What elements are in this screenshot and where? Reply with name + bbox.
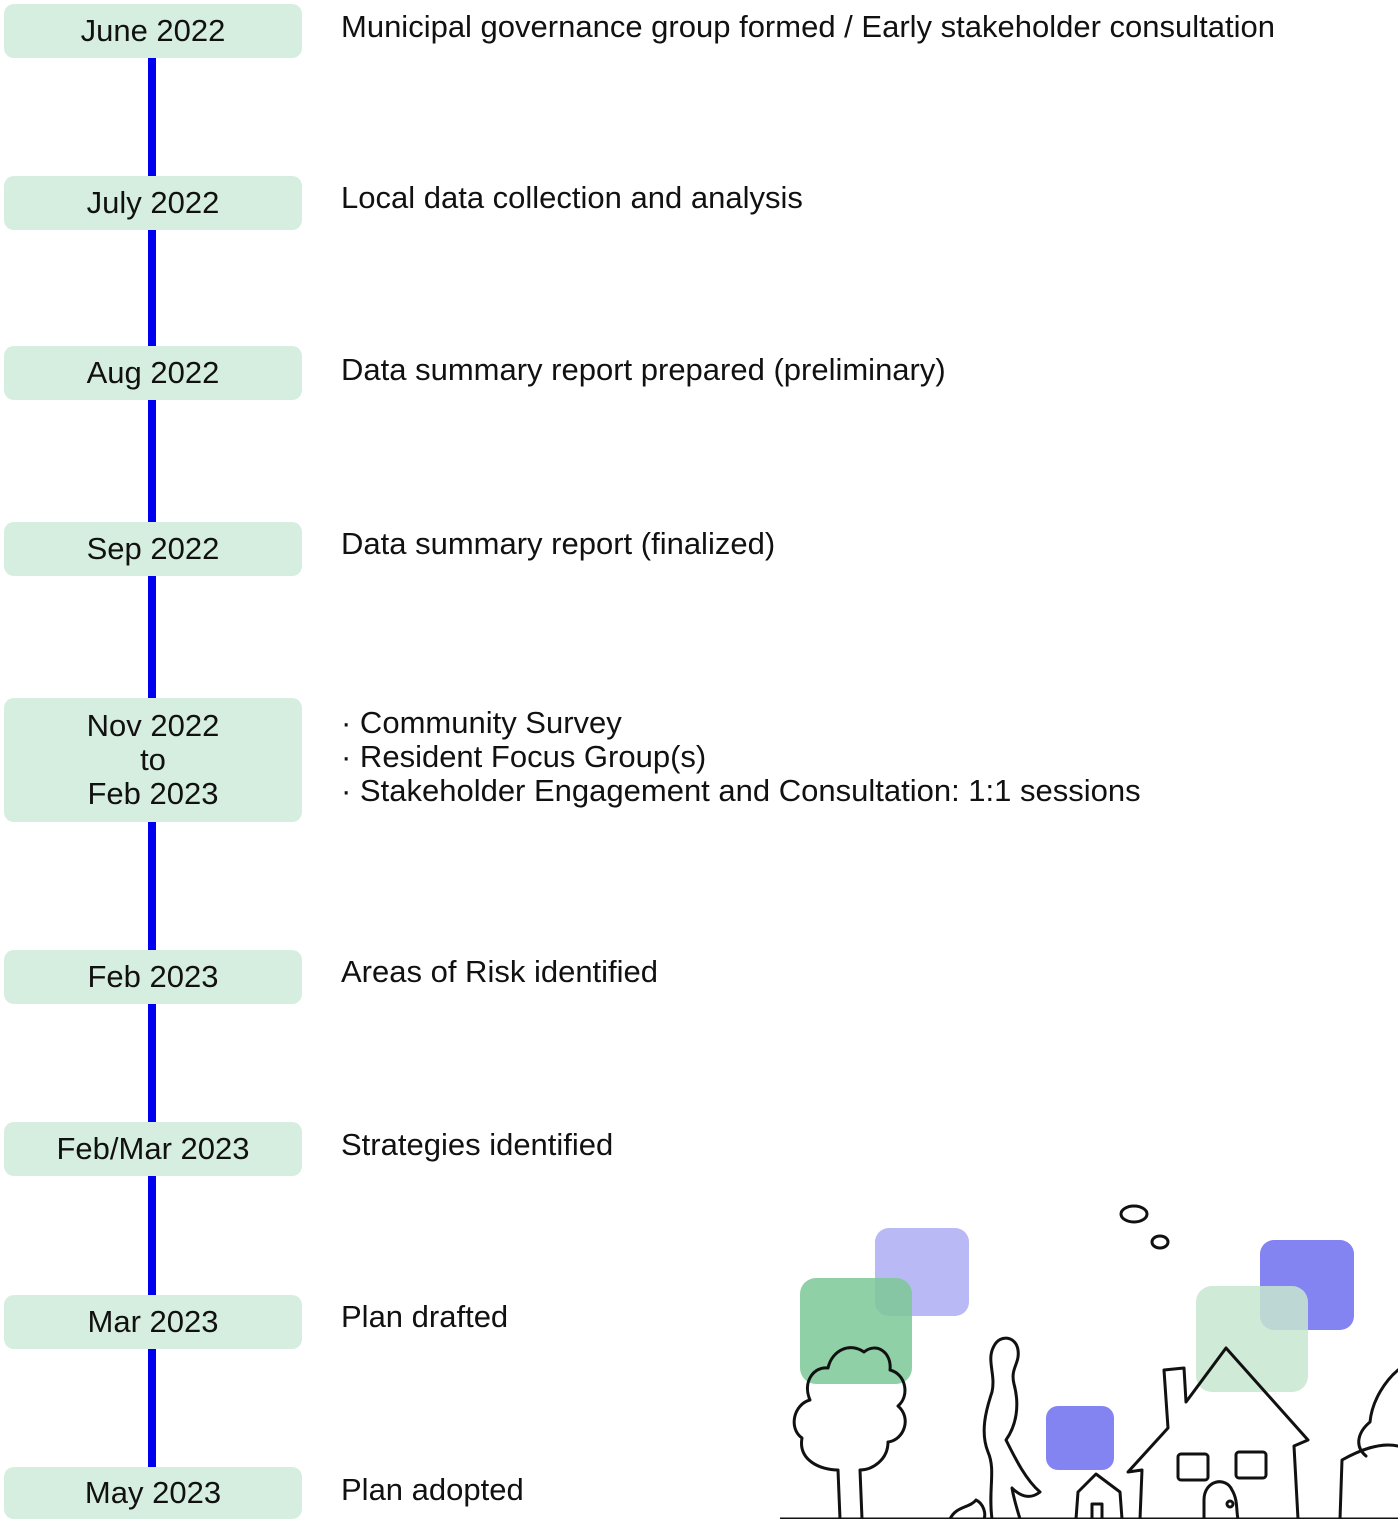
- house-illustration: [780, 1204, 1398, 1519]
- milestone-event: Plan adopted: [341, 1472, 524, 1507]
- milestone-event: Municipal governance group formed / Earl…: [341, 9, 1275, 44]
- milestone-date: Mar 2023: [87, 1304, 219, 1339]
- date-pill: Sep 2022: [4, 522, 302, 576]
- window-right: [1234, 1450, 1268, 1480]
- date-pill: Feb 2023: [4, 950, 302, 1004]
- date-pill: Mar 2023: [4, 1295, 302, 1349]
- small-house: [1074, 1472, 1124, 1519]
- milestone-date-end: Feb 2023: [87, 776, 219, 811]
- house-door: [1202, 1480, 1240, 1519]
- milestone-date-to: to: [140, 742, 166, 777]
- date-pill: Nov 2022 to Feb 2023: [4, 698, 302, 822]
- milestone-date: Feb/Mar 2023: [56, 1131, 250, 1166]
- thought-bubble-large: [1119, 1204, 1149, 1224]
- tree-outline: [792, 1346, 907, 1519]
- green-square: [800, 1278, 912, 1384]
- milestone-event: Data summary report (finalized): [341, 526, 776, 561]
- small-house-door: [1090, 1502, 1104, 1519]
- window-left: [1176, 1452, 1210, 1482]
- milestone-event: Local data collection and analysis: [341, 180, 803, 215]
- date-pill: May 2023: [4, 1467, 302, 1519]
- milestone-event-item: · Resident Focus Group(s): [341, 739, 707, 774]
- milestone-event-item: · Community Survey: [341, 705, 622, 740]
- milestone-date: Aug 2022: [86, 355, 220, 390]
- milestone-event-list: · Community Survey · Resident Focus Grou…: [341, 706, 1141, 808]
- date-pill: Aug 2022: [4, 346, 302, 400]
- date-pill: July 2022: [4, 176, 302, 230]
- milestone-date: Feb 2023: [87, 959, 219, 994]
- light-green-square: [1196, 1286, 1308, 1392]
- milestone-event: Data summary report prepared (preliminar…: [341, 352, 946, 387]
- bush-outline: [948, 1498, 987, 1519]
- right-tree: [1338, 1368, 1398, 1519]
- milestone-date: Sep 2022: [86, 531, 220, 566]
- milestone-event-item: · Stakeholder Engagement and Consultatio…: [341, 773, 1141, 808]
- thought-bubble-small: [1150, 1234, 1170, 1250]
- date-pill: Feb/Mar 2023: [4, 1122, 302, 1176]
- milestone-event: Strategies identified: [341, 1127, 614, 1162]
- person-figure: [982, 1336, 1042, 1519]
- milestone-event: Areas of Risk identified: [341, 954, 659, 989]
- milestone-date: May 2023: [84, 1475, 222, 1510]
- milestone-event: Plan drafted: [341, 1299, 509, 1334]
- milestone-date-start: Nov 2022: [86, 708, 220, 743]
- main-house: [1126, 1346, 1310, 1519]
- door-knob: [1225, 1499, 1235, 1509]
- small-blue-square: [1046, 1406, 1114, 1470]
- milestone-date: July 2022: [86, 185, 220, 220]
- date-pill: June 2022: [4, 4, 302, 58]
- milestone-date: June 2022: [80, 13, 226, 48]
